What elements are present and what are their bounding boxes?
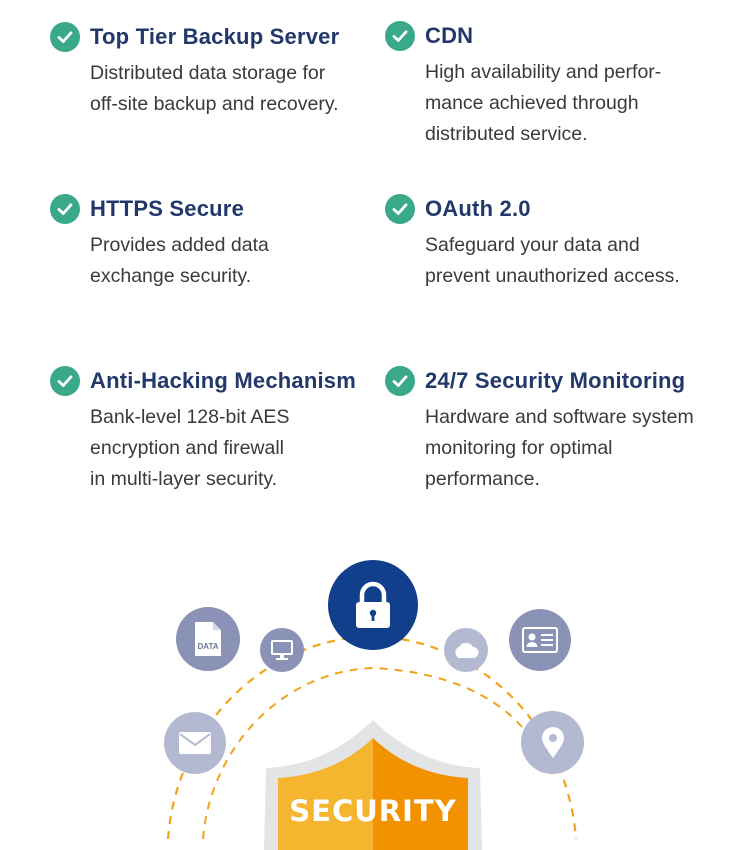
security-illustration: SECURITY DATA xyxy=(0,540,745,850)
feature-description: Bank-level 128-bit AES encryption and fi… xyxy=(90,406,290,490)
check-circle-icon xyxy=(50,366,80,396)
feature-description: Safeguard your data and prevent unauthor… xyxy=(425,234,680,287)
feature-title: OAuth 2.0 xyxy=(425,196,531,221)
id-card-bubble xyxy=(509,609,571,671)
location-pin-icon xyxy=(541,726,564,758)
monitor-bubble xyxy=(260,628,304,672)
security-shield: SECURITY xyxy=(260,720,486,850)
data-file-icon xyxy=(195,622,221,656)
feature-description: Distributed data storage for off-site ba… xyxy=(90,62,339,115)
feature-title: HTTPS Secure xyxy=(90,196,245,221)
check-circle-icon xyxy=(50,22,80,52)
data-icon-label: DATA xyxy=(197,642,219,651)
feature-title: 24/7 Security Monitoring xyxy=(425,368,686,393)
check-circle-icon xyxy=(385,21,415,51)
check-circle-icon xyxy=(385,366,415,396)
location-bubble xyxy=(521,711,584,774)
feature-description: Provides added data exchange security. xyxy=(90,234,269,287)
feature-title: Top Tier Backup Server xyxy=(90,24,340,49)
mail-icon xyxy=(179,732,211,754)
feature-title: Anti-Hacking Mechanism xyxy=(90,368,357,393)
feature-description: High availability and perfor- mance achi… xyxy=(425,61,662,145)
shield-label: SECURITY xyxy=(289,794,457,828)
cloud-bubble xyxy=(444,628,488,672)
check-circle-icon xyxy=(50,194,80,224)
mail-bubble xyxy=(164,712,226,774)
id-card-icon xyxy=(522,627,558,653)
lock-icon xyxy=(356,581,390,628)
monitor-icon xyxy=(271,640,293,660)
data-bubble: DATA xyxy=(176,607,240,671)
feature-title: CDN xyxy=(425,23,474,48)
feature-description: Hardware and software system monitoring … xyxy=(425,406,694,490)
lock-bubble xyxy=(328,560,418,650)
check-circle-icon xyxy=(385,194,415,224)
cloud-icon xyxy=(455,642,479,658)
